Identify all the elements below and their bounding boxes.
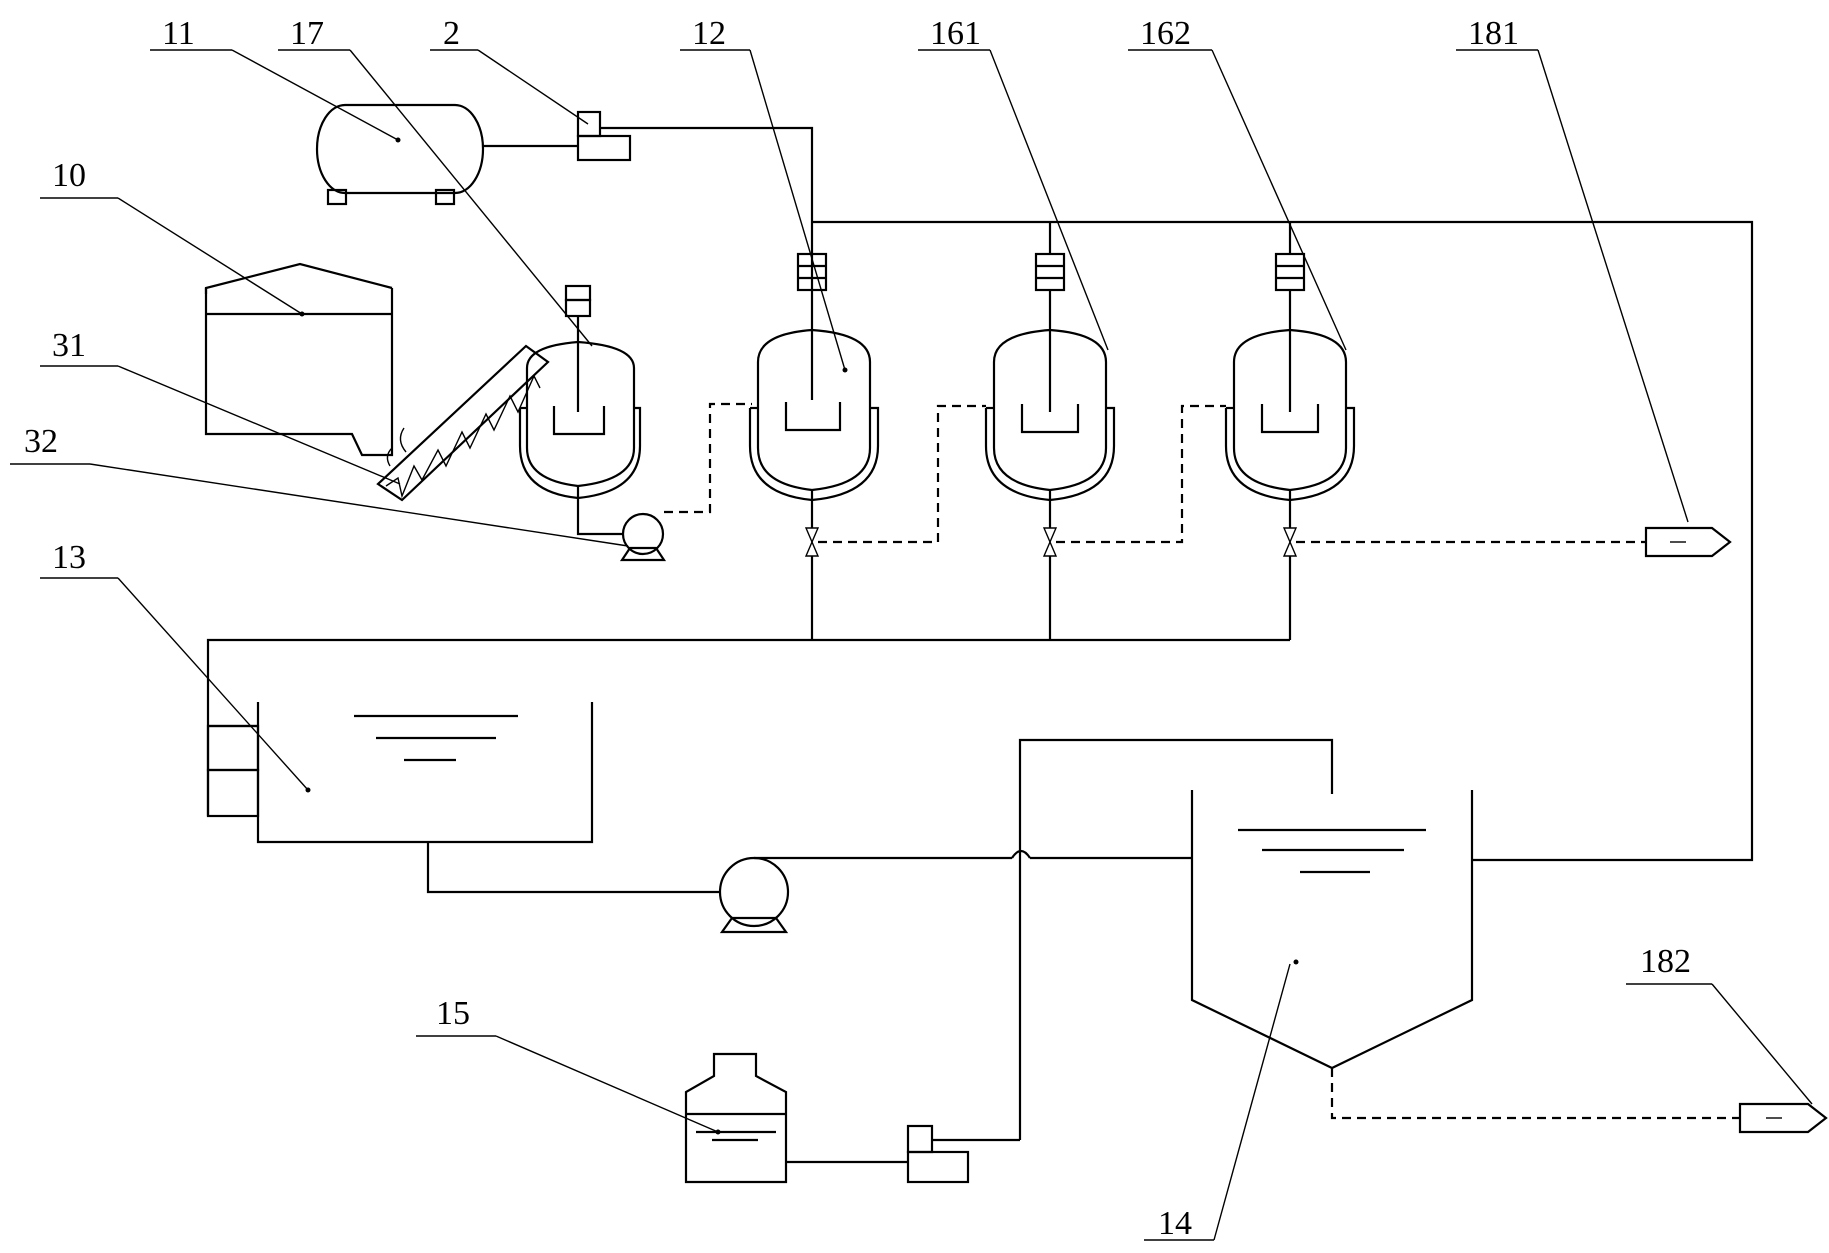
- settler-14: [1190, 790, 1474, 1070]
- label-12: 12: [680, 15, 846, 371]
- dosing-tank-15: [684, 1052, 788, 1184]
- screw-conveyor-31: [376, 344, 550, 502]
- label-162: 162: [1128, 15, 1347, 351]
- label-181: 181: [1456, 15, 1689, 523]
- svg-text:2: 2: [443, 15, 460, 52]
- label-14: 14: [1144, 963, 1291, 1242]
- svg-text:182: 182: [1640, 943, 1691, 980]
- svg-text:11: 11: [162, 15, 195, 52]
- svg-text:14: 14: [1158, 1205, 1192, 1242]
- svg-text:162: 162: [1140, 15, 1191, 52]
- label-31: 31: [40, 327, 401, 485]
- svg-text:161: 161: [930, 15, 981, 52]
- label-11: 11: [150, 15, 399, 141]
- reactor-12: [748, 252, 880, 640]
- svg-text:31: 31: [52, 327, 86, 364]
- reactor-161: [984, 222, 1116, 640]
- svg-text:15: 15: [436, 995, 470, 1032]
- material-drop: [386, 427, 407, 467]
- silo-10: [204, 262, 394, 457]
- svg-text:32: 32: [24, 423, 58, 460]
- svg-text:10: 10: [52, 157, 86, 194]
- label-161: 161: [918, 15, 1109, 351]
- svg-text:181: 181: [1468, 15, 1519, 52]
- svg-text:17: 17: [290, 15, 324, 52]
- pump-32: [576, 512, 667, 562]
- label-10: 10: [40, 157, 303, 315]
- outlet-182: [1738, 1102, 1828, 1134]
- outlet-181: [1644, 526, 1732, 558]
- label-13: 13: [40, 539, 309, 791]
- reactor-162: [1224, 222, 1356, 640]
- svg-text:12: 12: [692, 15, 726, 52]
- label-17: 17: [278, 15, 593, 347]
- label-15: 15: [416, 995, 719, 1133]
- label-2: 2: [430, 15, 589, 125]
- svg-text:13: 13: [52, 539, 86, 576]
- reactor-17: [518, 284, 642, 522]
- pump-2: [576, 110, 632, 162]
- transfer-pump: [718, 856, 790, 934]
- label-32: 32: [10, 423, 629, 547]
- label-182: 182: [1626, 943, 1813, 1105]
- tank-13: [206, 702, 594, 844]
- dosing-pump: [906, 1124, 970, 1184]
- storage-tank-11: [315, 103, 485, 206]
